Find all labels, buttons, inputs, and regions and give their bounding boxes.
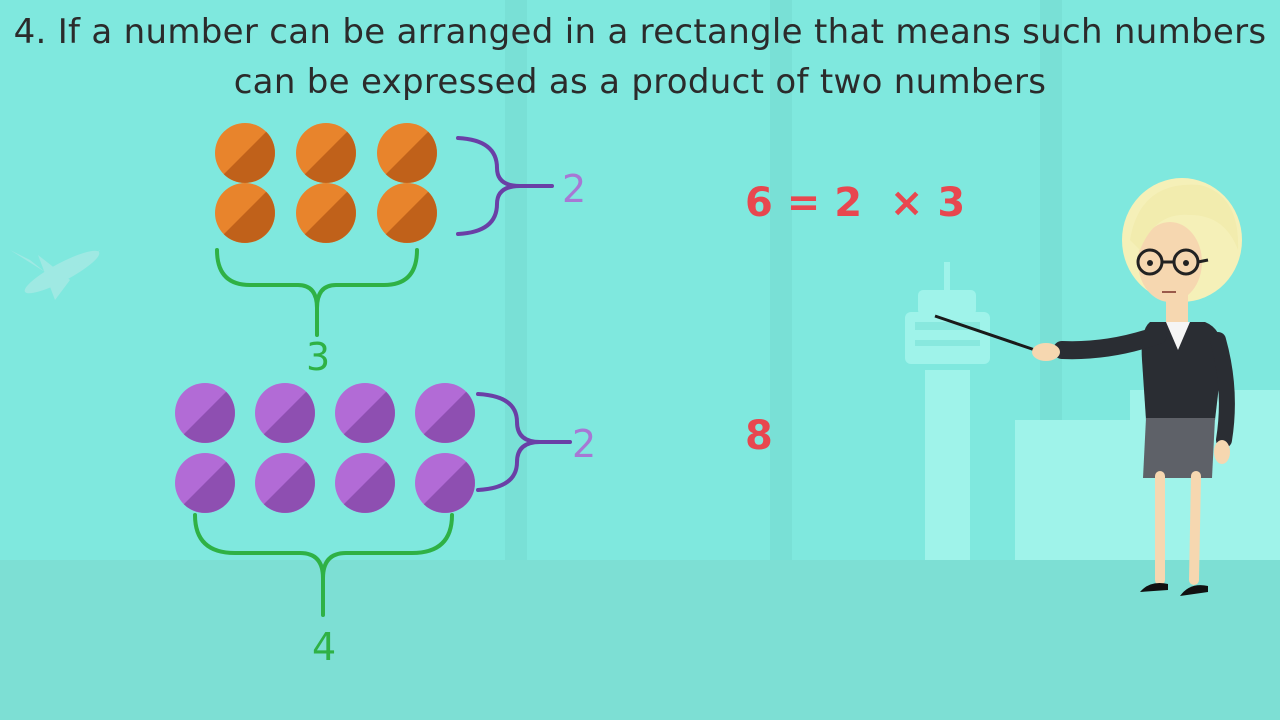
pointer-stick <box>934 314 1036 352</box>
cols-brace-8 <box>193 513 454 617</box>
window-pillar <box>770 0 792 560</box>
equation-six: 6 = 2 × 3 <box>745 180 966 226</box>
rows-brace-8 <box>476 392 572 492</box>
cols-brace-6 <box>215 248 419 337</box>
orange-dot <box>215 183 275 243</box>
purple-dot <box>335 383 395 443</box>
slide-title-line-2: can be expressed as a product of two num… <box>233 62 1047 102</box>
purple-dot <box>335 453 395 513</box>
orange-dot <box>377 123 437 183</box>
purple-dot <box>175 383 235 443</box>
equation-eight: 8 <box>745 413 773 459</box>
purple-dot <box>175 453 235 513</box>
rows-brace-6 <box>456 136 554 236</box>
purple-dot <box>255 383 315 443</box>
window-pillar <box>505 0 527 560</box>
purple-dot <box>415 383 475 443</box>
purple-dot <box>415 453 475 513</box>
orange-dot <box>296 183 356 243</box>
airplane-icon <box>10 250 100 300</box>
orange-dot <box>296 123 356 183</box>
orange-dot <box>377 183 437 243</box>
purple-dot <box>255 453 315 513</box>
control-tower <box>905 262 990 560</box>
rows-label-8: 2 <box>572 422 597 466</box>
orange-dot <box>215 123 275 183</box>
cols-label-6: 3 <box>306 335 331 379</box>
cols-label-8: 4 <box>312 625 337 669</box>
slide-title-line-1: 4. If a number can be arranged in a rect… <box>13 12 1267 52</box>
glasses-icon <box>1136 248 1209 276</box>
floor <box>0 560 1280 720</box>
rows-label-6: 2 <box>562 167 587 211</box>
